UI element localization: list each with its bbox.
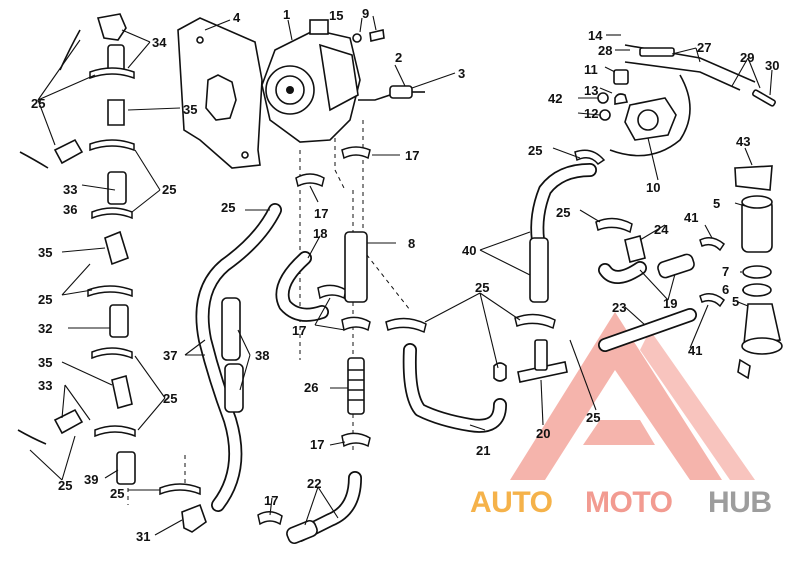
watermark-brand-hub: HUB (708, 486, 772, 519)
callout-label: 27 (697, 40, 711, 55)
hose-18 (257, 146, 371, 526)
callout-label: 25 (586, 410, 600, 425)
callout-label: 37 (163, 348, 177, 363)
callout-label: 33 (63, 182, 77, 197)
callout-label: 24 (654, 222, 669, 237)
callout-label: 25 (221, 200, 235, 215)
assembly-guide-lines (127, 120, 411, 505)
callout-label: 17 (264, 493, 278, 508)
wire-harness (609, 44, 776, 157)
callout-label: 20 (536, 426, 550, 441)
callout-label: 41 (684, 210, 698, 225)
hose-22 (286, 471, 362, 545)
callout-label: 30 (765, 58, 779, 73)
callout-label: 42 (548, 91, 562, 106)
callout-label: 19 (663, 296, 677, 311)
callout-label: 6 (722, 282, 729, 297)
callout-label: 25 (162, 182, 176, 197)
callout-label: 34 (152, 35, 167, 50)
callout-label: 17 (292, 323, 306, 338)
callout-label: 9 (362, 6, 369, 21)
watermark-triangle-icon (510, 312, 722, 480)
hose-8-and-fitting (344, 231, 368, 415)
connector-sleeve (358, 85, 425, 101)
callout-label: 39 (84, 472, 98, 487)
bracket-plate (177, 17, 263, 169)
callout-labels: 1 2 3 4 5 5 6 7 8 9 10 11 12 13 14 15 17… (31, 6, 779, 544)
callout-label: 25 (528, 143, 542, 158)
callout-label: 28 (598, 43, 612, 58)
callout-label: 35 (183, 102, 197, 117)
callout-label: 18 (313, 226, 327, 241)
callout-label: 25 (163, 391, 177, 406)
callout-label: 25 (31, 96, 45, 111)
callout-label: 43 (736, 134, 750, 149)
callout-label: 25 (475, 280, 489, 295)
callout-label: 38 (255, 348, 269, 363)
callout-label: 13 (584, 83, 598, 98)
callout-label: 7 (722, 264, 729, 279)
callout-label: 25 (556, 205, 570, 220)
callout-label: 36 (63, 202, 77, 217)
hose-40 (529, 149, 633, 303)
callout-label: 5 (713, 196, 720, 211)
callout-label: 8 (408, 236, 415, 251)
callout-label: 33 (38, 378, 52, 393)
callout-label: 2 (395, 50, 402, 65)
watermark-brand-moto: MOTO (585, 486, 673, 519)
callout-label: 17 (310, 437, 324, 452)
callout-label: 40 (462, 243, 476, 258)
callout-label: 32 (38, 321, 52, 336)
callout-label: 17 (405, 148, 419, 163)
hose-19-23 (598, 253, 697, 352)
callout-label: 35 (38, 245, 52, 260)
left-hose-group (17, 13, 207, 533)
hose-21 (385, 313, 556, 433)
callout-label: 35 (38, 355, 52, 370)
fuel-pump (261, 19, 361, 143)
callout-label: 14 (588, 28, 603, 43)
callout-label: 15 (329, 8, 343, 23)
callout-label: 26 (304, 380, 318, 395)
electric-fuel-pump (597, 69, 677, 141)
callout-label: 17 (314, 206, 328, 221)
tee-fitting (493, 339, 568, 383)
watermark-logo: AUTO MOTO HUB (470, 312, 772, 519)
callout-label: 3 (458, 66, 465, 81)
fuel-filter-assembly (624, 165, 783, 380)
callout-label: 25 (110, 486, 124, 501)
callout-label: 25 (58, 478, 72, 493)
callout-label: 12 (584, 106, 598, 121)
callout-label: 41 (688, 343, 702, 358)
watermark-brand-auto: AUTO (470, 486, 553, 519)
callout-label: 1 (283, 7, 290, 22)
callout-label: 4 (233, 10, 241, 25)
callout-label: 11 (584, 62, 598, 77)
callout-label: 10 (646, 180, 660, 195)
screw-and-washer (352, 29, 385, 43)
callout-label: 25 (38, 292, 52, 307)
callout-label: 21 (476, 443, 490, 458)
callout-label: 22 (307, 476, 321, 491)
callout-label: 23 (612, 300, 626, 315)
callout-label: 29 (740, 50, 754, 65)
callout-label: 31 (136, 529, 150, 544)
callout-label: 5 (732, 294, 739, 309)
leader-lines (29, 15, 773, 536)
